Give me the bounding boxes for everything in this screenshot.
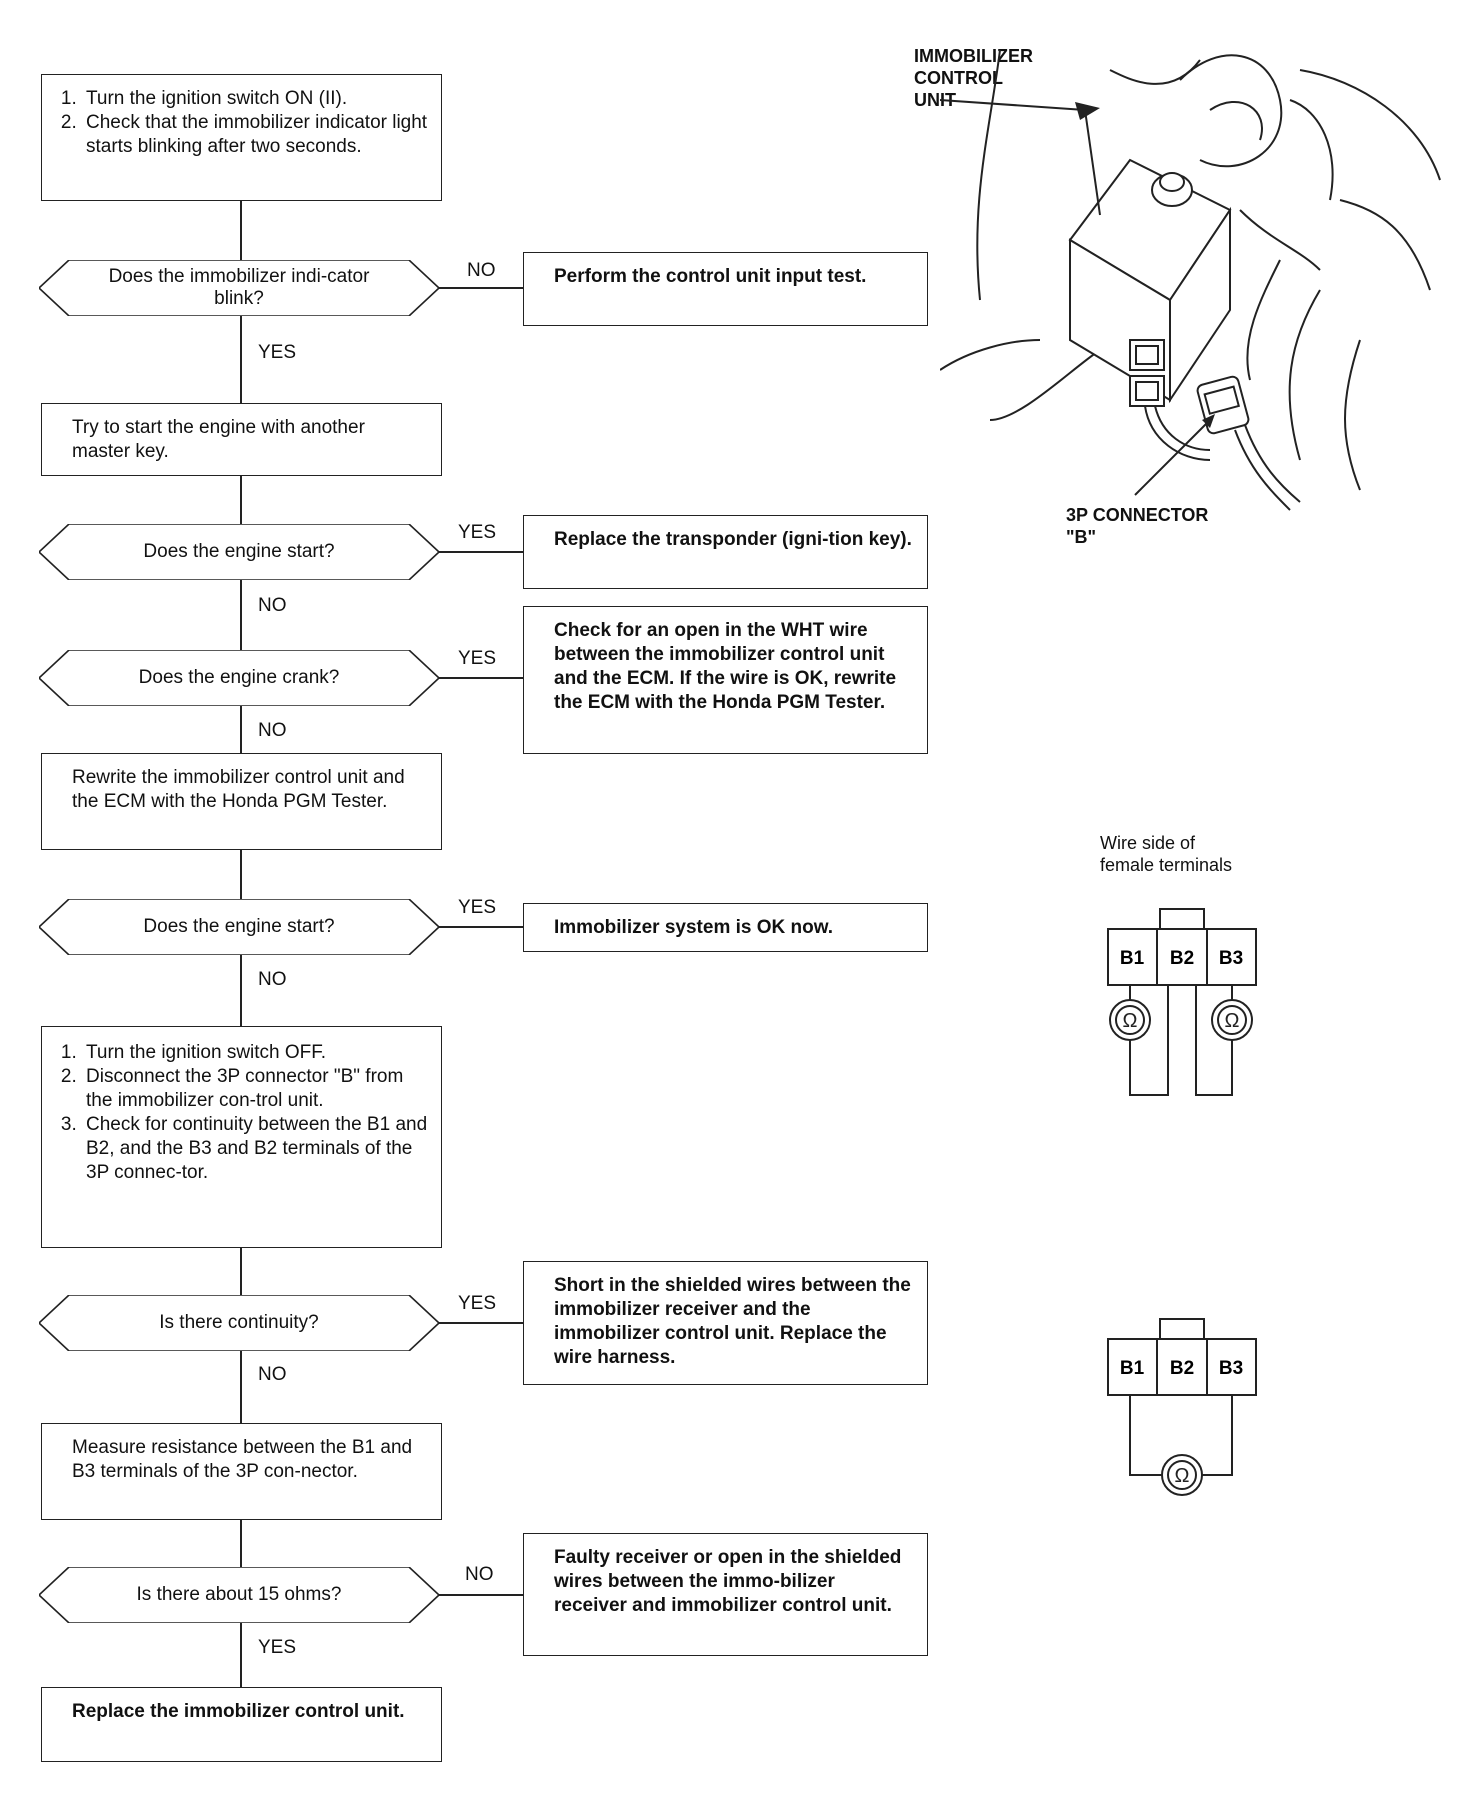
decision-4: Does the engine start? [39,899,439,955]
unit-label-line-2: CONTROL [914,68,1003,88]
wire-side-label-line-1: Wire side of [1100,833,1196,853]
d5-yes-line [439,1322,524,1324]
step-1-item-1: Turn the ignition switch ON (II). [82,87,431,111]
pin-b2-1: B2 [1170,948,1194,969]
decision-3: Does the engine crank? [39,650,439,706]
step-1-item-2: Check that the immobilizer indicator lig… [82,111,431,159]
unit-label-line-1: IMMOBILIZER [914,46,1033,66]
decision-5: Is there continuity? [39,1295,439,1351]
d2-yes-label: YES [458,522,497,543]
d2-no-label: NO [258,595,287,616]
d6-no-label: NO [465,1564,494,1585]
d6-no-line [439,1594,524,1596]
wire-side-label-line-2: female terminals [1100,855,1233,875]
ohm-3-symbol: Ω [1175,1465,1190,1487]
connector-diagram-continuity: Ω Ω B1 B2 B3 [1107,908,1257,1096]
result-1-box: Perform the control unit input test. [523,252,928,326]
pin-b2-2: B2 [1170,1358,1194,1379]
d5-yes-label: YES [458,1293,497,1314]
d1-no-label: NO [467,260,496,281]
d3-yes-label: YES [458,648,497,669]
wire-side-label: Wire side of female terminals [1100,832,1232,876]
result-5-box: Short in the shielded wires between the … [523,1261,928,1385]
step-4-box: Turn the ignition switch OFF. Disconnect… [41,1026,442,1248]
unit-label-line-3: UNIT [914,90,956,110]
step-1-box: Turn the ignition switch ON (II). Check … [41,74,442,201]
connector-diagram-resistance: Ω B1 B2 B3 [1107,1318,1257,1496]
decision-4-text: Does the engine start? [143,916,335,937]
control-unit-illustration [940,49,1441,511]
result-4-box: Immobilizer system is OK now. [523,903,928,952]
decision-5-text: Is there continuity? [159,1312,319,1333]
d4-yes-line [439,926,524,928]
step-6-box: Replace the immobilizer control unit. [41,1687,442,1762]
unit-label: IMMOBILIZER CONTROL UNIT [914,45,1033,111]
pin-b1-2: B1 [1120,1358,1145,1379]
d6-yes-label: YES [258,1637,297,1658]
d5-no-label: NO [258,1364,287,1385]
ohm-1-symbol: Ω [1123,1010,1138,1032]
step-4-item-1: Turn the ignition switch OFF. [82,1041,431,1065]
d3-no-label: NO [258,720,287,741]
d4-yes-label: YES [458,897,497,918]
pin-b3-2: B3 [1219,1358,1243,1379]
d4-no-label: NO [258,969,287,990]
step-4-item-2: Disconnect the 3P connector "B" from the… [82,1065,431,1113]
d2-yes-line [439,551,524,553]
step-4-item-3: Check for continuity between the B1 and … [82,1113,431,1185]
decision-1-text: Does the immobilizer indi-cator blink? [108,266,370,309]
result-3-box: Check for an open in the WHT wire betwee… [523,606,928,754]
decision-6-text: Is there about 15 ohms? [136,1584,342,1605]
step-2-box: Try to start the engine with another mas… [41,403,442,476]
pin-b1-1: B1 [1120,948,1145,969]
result-2-box: Replace the transponder (igni-tion key). [523,515,928,589]
step-3-box: Rewrite the immobilizer control unit and… [41,753,442,850]
pin-b3-1: B3 [1219,948,1243,969]
d1-yes-label: YES [258,342,297,363]
ohm-2-symbol: Ω [1225,1010,1240,1032]
result-6-box: Faulty receiver or open in the shielded … [523,1533,928,1656]
decision-2-text: Does the engine start? [143,541,335,562]
step-5-box: Measure resistance between the B1 and B3… [41,1423,442,1520]
connector-label-line-1: 3P CONNECTOR [1066,505,1209,525]
connector-label-line-2: "B" [1066,527,1097,547]
step-1-list: Turn the ignition switch ON (II). Check … [52,87,431,159]
decision-2: Does the engine start? [39,524,439,580]
decision-3-text: Does the engine crank? [138,667,340,688]
decision-6: Is there about 15 ohms? [39,1567,439,1623]
decision-1: Does the immobilizer indi-cator blink? [39,260,439,316]
d1-no-line [439,287,524,289]
connector-label: 3P CONNECTOR "B" [1066,504,1208,548]
d3-yes-line [439,677,524,679]
step-4-list: Turn the ignition switch OFF. Disconnect… [52,1041,431,1185]
